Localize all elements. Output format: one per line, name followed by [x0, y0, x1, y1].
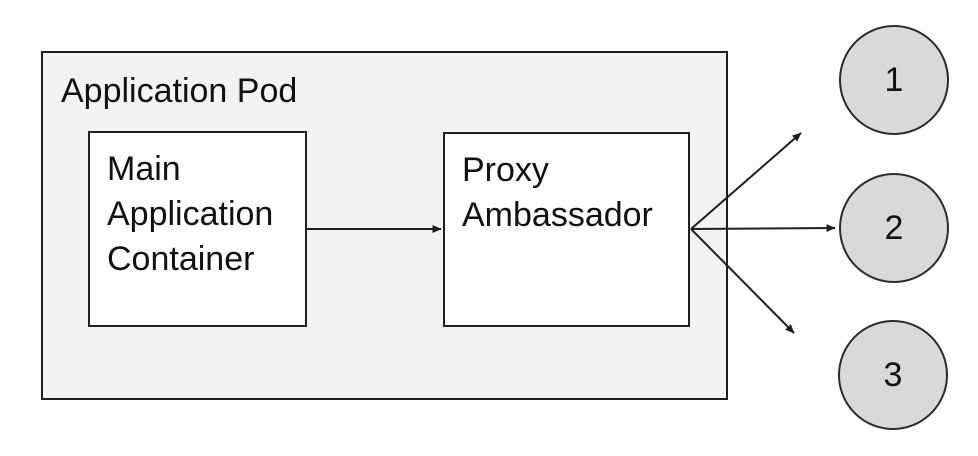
endpoint-3-label: 3	[883, 355, 903, 394]
endpoint-circle-2: 2	[839, 173, 949, 283]
endpoint-circle-3: 3	[838, 320, 948, 430]
main-application-container-box: Main Application Container	[88, 131, 307, 327]
endpoint-1-label: 1	[884, 60, 904, 99]
proxy-ambassador-label: Proxy Ambassador	[462, 151, 653, 234]
proxy-ambassador-box: Proxy Ambassador	[443, 132, 690, 327]
endpoint-circle-1: 1	[839, 25, 949, 135]
main-application-container-label: Main Application Container	[107, 150, 274, 278]
endpoint-2-label: 2	[884, 208, 904, 247]
application-pod-label: Application Pod	[61, 72, 298, 110]
